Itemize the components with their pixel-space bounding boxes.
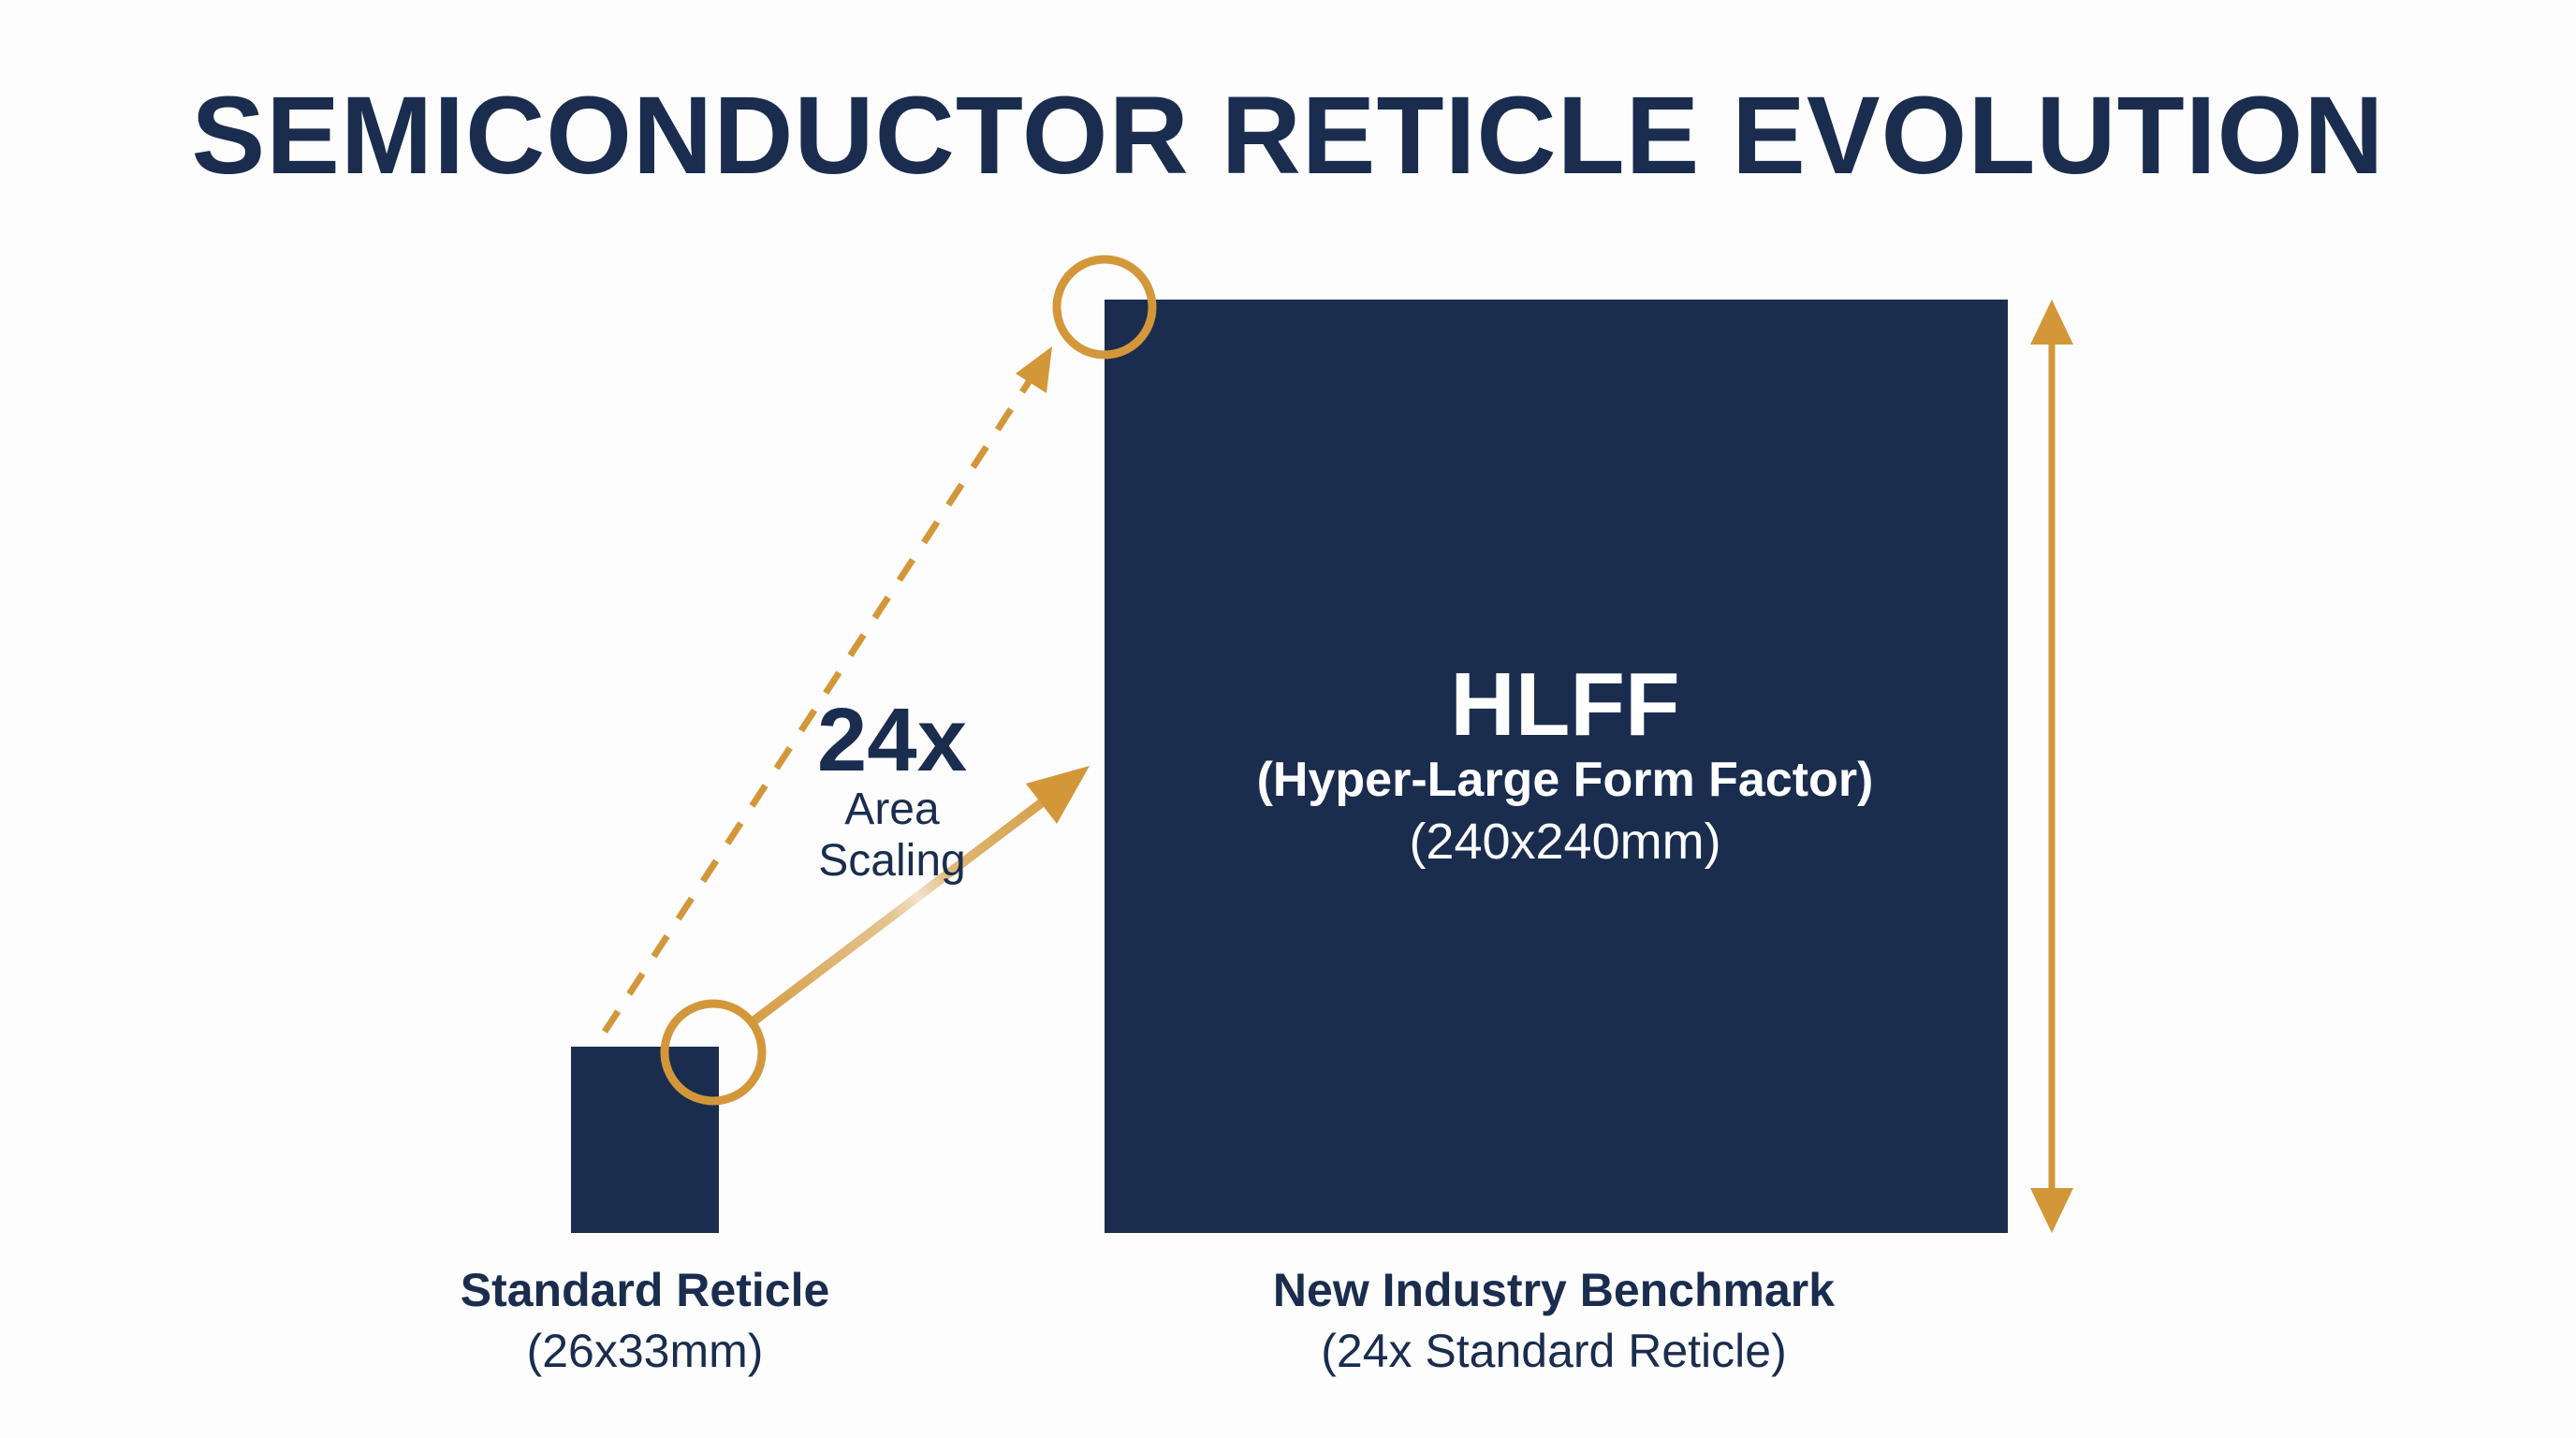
dashed-connector-arrowhead xyxy=(1016,346,1052,393)
scaling-factor: 24x xyxy=(817,690,967,790)
solid-scaling-arrow xyxy=(750,793,1053,1025)
dimension-arrowhead-top xyxy=(2030,300,2073,345)
standard-corner-circle xyxy=(660,999,767,1106)
benchmark-subcaption: (24x Standard Reticle) xyxy=(1321,1325,1786,1377)
scaling-label-line2: Scaling xyxy=(818,836,965,886)
scaling-label-line1: Area xyxy=(844,785,940,834)
standard-reticle-caption: Standard Reticle xyxy=(461,1264,830,1316)
standard-reticle-dimensions: (26x33mm) xyxy=(527,1325,764,1377)
hlff-acronym: HLFF xyxy=(1450,654,1679,755)
hlff-full-name: (Hyper-Large Form Factor) xyxy=(1257,753,1874,807)
hlff-corner-circle xyxy=(1052,255,1157,360)
page-title: SEMICONDUCTOR RETICLE EVOLUTION xyxy=(191,74,2384,198)
standard-reticle-square xyxy=(571,1047,719,1233)
solid-arrow-head xyxy=(1026,766,1090,824)
hlff-reticle-square xyxy=(1105,300,2008,1233)
hlff-dimensions: (240x240mm) xyxy=(1409,814,1720,870)
benchmark-caption: New Industry Benchmark xyxy=(1273,1264,1835,1316)
dimension-arrowhead-bottom xyxy=(2030,1188,2073,1233)
